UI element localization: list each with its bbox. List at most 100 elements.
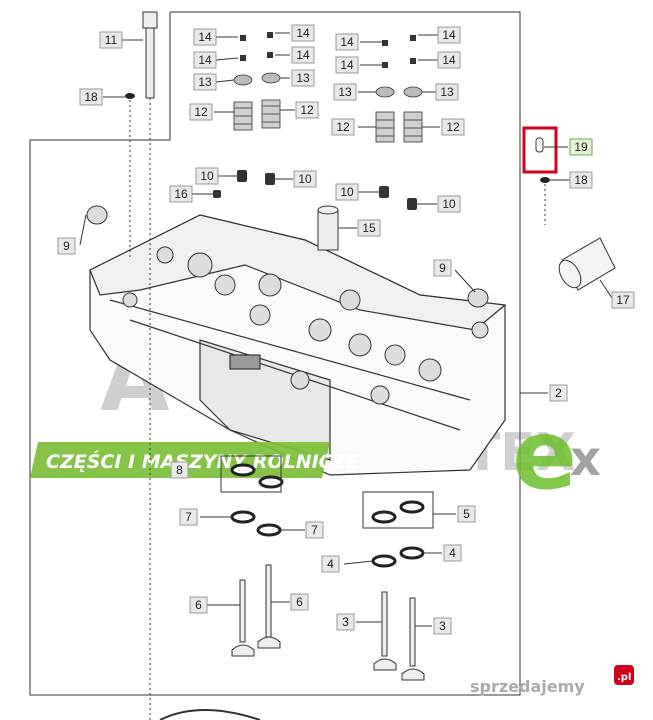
diagram-frame [29,11,521,696]
callout-number: 4 [327,557,334,571]
watermark-banner: CZĘŚCI I MASZYNY ROLNICZE [30,442,359,478]
callout-14: 14 [437,26,461,44]
callout-9: 9 [57,237,76,255]
callout-box [443,544,462,562]
highlight-box [522,126,558,174]
callout-number: 13 [338,85,352,99]
part-expansion-plugs [86,205,489,308]
callout-number: 14 [442,53,456,67]
callout-number: 14 [198,53,212,67]
callout-box [549,384,568,402]
callout-box [189,596,208,614]
callout-box [611,291,635,309]
callout-number: 10 [340,185,354,199]
part-keepers [240,32,416,68]
site-logo-badge-text: .pl [617,672,631,683]
callout-box [569,138,593,156]
callout-number: 12 [336,120,350,134]
callout-14: 14 [437,51,461,69]
callout-number: 7 [311,523,318,537]
callout-number: 7 [185,510,192,524]
leader-lines [79,32,613,627]
callout-box [193,51,217,69]
callout-number: 8 [176,463,183,477]
callout-18: 18 [569,171,593,189]
callout-number: 9 [63,239,70,253]
callout-12: 12 [295,101,319,119]
callout-3: 3 [336,613,355,631]
callout-box [333,83,357,101]
part-pin-icon [535,137,544,153]
callout-10: 10 [195,167,219,185]
cylinder-head-bosses [122,246,489,405]
watermark-x: x [570,431,601,487]
callout-7: 7 [305,521,324,539]
callout-3: 3 [433,617,452,635]
callout-14: 14 [193,51,217,69]
callout-16: 16 [169,185,193,203]
callout-number: 13 [296,71,310,85]
callout-14: 14 [335,56,359,74]
part-head-bolt [142,11,158,720]
callout-box [170,461,189,479]
callout-2: 2 [549,384,568,402]
callout-15: 15 [357,219,381,237]
callout-10: 10 [437,195,461,213]
callout-number: 2 [555,386,562,400]
callout-number: 10 [442,197,456,211]
callout-number: 14 [442,28,456,42]
callout-19: 19 [569,138,593,156]
callout-box [433,617,452,635]
callout-box [179,508,198,526]
callout-box [437,51,461,69]
callout-14: 14 [335,33,359,51]
callout-number: 3 [342,615,349,629]
callout-number: 10 [298,172,312,186]
callout-14: 14 [291,46,315,64]
callout-number: 18 [84,90,98,104]
insert-boxes [220,455,434,529]
callout-box [295,101,319,119]
callout-14: 14 [291,24,315,42]
callout-12: 12 [441,118,465,136]
callout-18: 18 [79,88,103,106]
callout-box [79,88,103,106]
callout-number: 5 [463,507,470,521]
callout-box [457,505,476,523]
site-logo: sprzedajemy .pl [470,665,634,696]
callout-number: 17 [616,293,630,307]
callout-5: 5 [457,505,476,523]
callout-box [321,555,340,573]
part-sleeve [558,237,616,291]
callout-number: 4 [449,546,456,560]
callout-box [290,593,309,611]
callout-number: 18 [574,173,588,187]
callout-box [335,33,359,51]
site-logo-badge [614,665,634,685]
part-gasket-edge [159,709,261,720]
callout-box [57,237,76,255]
part-retainers [233,72,423,98]
callout-number: 3 [439,619,446,633]
callout-11: 11 [99,31,123,49]
callout-box [357,219,381,237]
callout-box [336,613,355,631]
callout-4: 4 [321,555,340,573]
callout-12: 12 [331,118,355,136]
callout-10: 10 [335,183,359,201]
callout-17: 17 [611,291,635,309]
callout-box [335,183,359,201]
callout-box [291,46,315,64]
callout-13: 13 [333,83,357,101]
callout-6: 6 [189,596,208,614]
callout-box [99,31,123,49]
callout-number: 12 [300,103,314,117]
callout-13: 13 [291,69,315,87]
callout-box [437,26,461,44]
callout-box [305,521,324,539]
callout-box [189,103,213,121]
callout-number: 6 [296,595,303,609]
